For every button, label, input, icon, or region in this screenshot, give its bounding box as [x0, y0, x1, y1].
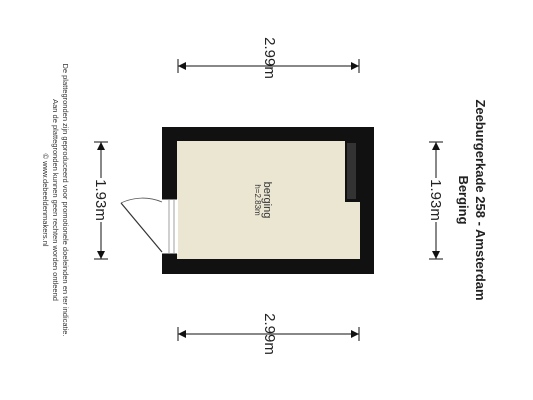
page-subtitle: Berging [456, 175, 471, 224]
door-leaf [120, 202, 163, 253]
disclaimer-line-1: De plattegronden zijn geproduceerd voor … [61, 63, 70, 336]
door-swing-arc [120, 197, 163, 204]
disclaimer-line-3: © www.debeeldenmakers.nl [41, 153, 50, 246]
page-title: Zeeburgerkade 258 - Amsterdam [473, 99, 488, 300]
dim-label-left: 1.93m [92, 179, 109, 221]
room-name: berging [261, 182, 273, 219]
disclaimer-line-2: Aan de plattegronden kunnen geen rechten… [51, 99, 60, 301]
dim-label-bottom: 2.99m [261, 313, 278, 355]
dim-label-right: 1.93m [427, 179, 444, 221]
cabinet-inner [347, 143, 356, 199]
room-height: h=2.83m [253, 184, 262, 216]
room-floor[interactable] [177, 141, 360, 259]
dim-label-top: 2.99m [261, 37, 278, 79]
door-opening [161, 199, 178, 254]
